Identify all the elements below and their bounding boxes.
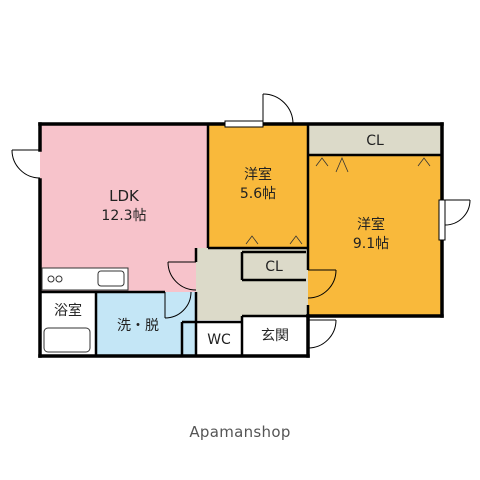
ldk-room	[40, 124, 208, 292]
closet-door-marks	[245, 156, 431, 245]
entrance-label: 玄関	[261, 327, 289, 344]
western-room-1-label: 洋室	[244, 166, 272, 183]
western-room-2	[308, 155, 442, 315]
brand-watermark: Apamanshop	[189, 423, 291, 441]
washroom-label: 洗・脱	[117, 318, 159, 334]
ldk-size: 12.3帖	[101, 208, 146, 224]
western-room-2-size: 9.1帖	[353, 236, 389, 252]
interior-walls	[40, 124, 442, 356]
western-room-1-size: 5.6帖	[240, 186, 276, 202]
bathroom-label: 浴室	[54, 302, 82, 319]
closet-small	[242, 252, 306, 280]
closet-top	[308, 124, 442, 155]
entrance	[242, 316, 308, 356]
bathtub	[43, 327, 91, 353]
washroom	[96, 292, 196, 356]
western-room-1	[208, 124, 308, 248]
ldk-label: LDK	[109, 187, 140, 205]
closet-small-label: CL	[265, 259, 283, 275]
doors	[11, 93, 471, 349]
toilet	[196, 322, 242, 356]
toilet-label: WC	[207, 332, 231, 348]
kitchen-counter	[41, 267, 129, 291]
western-room-2-label: 洋室	[357, 216, 385, 233]
closet-top-label: CL	[366, 133, 384, 149]
